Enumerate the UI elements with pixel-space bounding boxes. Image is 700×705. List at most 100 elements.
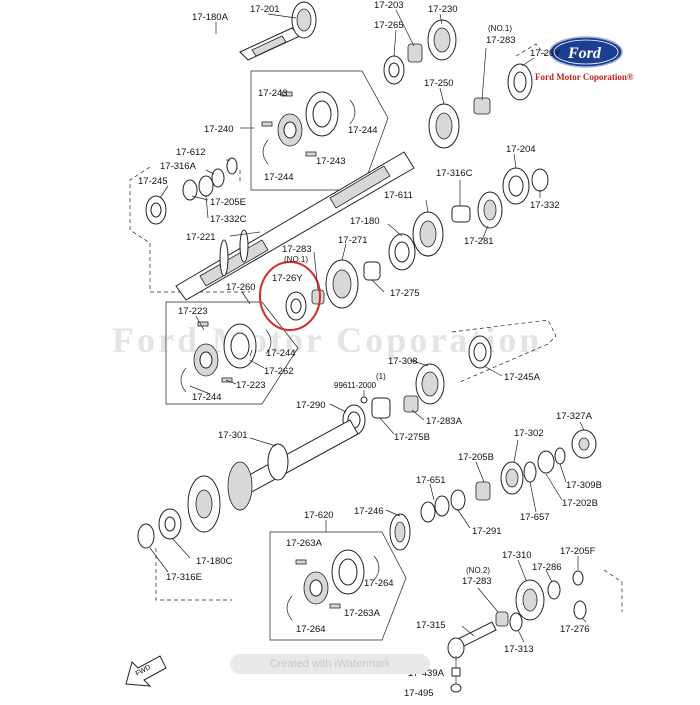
gear-17-246 [389, 513, 411, 551]
fwd-arrow-icon: FWD [125, 655, 167, 687]
label-17-230: 17-230 [428, 4, 458, 15]
label-17-203: 17-203 [374, 0, 404, 11]
label-17-244-a: 17-244 [348, 125, 378, 136]
label-17-201: 17-201 [250, 4, 280, 15]
input-shaft-17-201 [239, 1, 317, 61]
label-17-250: 17-250 [424, 78, 454, 89]
counter-shaft-17-301 [187, 419, 359, 533]
label-17-263A-b: 17-263A [344, 608, 381, 619]
washer-17-612 [226, 157, 238, 175]
label-17-620: 17-620 [304, 510, 334, 521]
needle-bearing-17-203 [407, 43, 423, 63]
washer-17-316A [211, 168, 225, 188]
synchro-hub-17-620 [286, 549, 380, 621]
gear-17-611 [412, 211, 444, 257]
label-paren-1: (1) [376, 372, 386, 381]
washer-17-651 [420, 495, 450, 523]
label-17-245: 17-245 [138, 176, 168, 187]
label-no2: (NO.2) [466, 566, 490, 575]
brand-caption: Ford Motor Coporation® [535, 72, 634, 82]
gear-17-281 [477, 191, 503, 229]
ball-99611-2000 [360, 396, 368, 404]
label-17-332: 17-332 [530, 200, 560, 211]
leader-lines [149, 9, 587, 684]
label-17-316C: 17-316C [436, 168, 473, 179]
washer-17-313 [509, 612, 523, 632]
label-17-286: 17-286 [532, 562, 562, 573]
label-17-291: 17-291 [472, 526, 502, 537]
nut-17-332 [531, 168, 549, 192]
label-17-221: 17-221 [186, 232, 216, 243]
bolt-17-439A [451, 667, 461, 677]
label-17-332C: 17-332C [210, 214, 247, 225]
label-17-290: 17-290 [296, 400, 326, 411]
label-17-327A: 17-327A [556, 411, 593, 422]
bearing-17-283A [403, 395, 419, 413]
bearing-17-205E [182, 179, 198, 201]
ring-17-26Y-top [507, 63, 533, 101]
label-17-276: 17-276 [560, 624, 590, 635]
label-17-244-b: 17-244 [264, 172, 294, 183]
collar-17-275B [371, 397, 391, 419]
reverse-shaft-17-315 [447, 621, 497, 659]
gear-17-302 [500, 461, 524, 495]
ring-17-245 [145, 195, 167, 225]
label-17-243-a: 17-243 [258, 88, 288, 99]
label-17-223-a: 17-223 [178, 306, 208, 317]
collar-17-275 [363, 261, 381, 281]
gear-17-230 [427, 19, 457, 61]
bearing-17-265 [383, 55, 405, 85]
bracket-17-245A [451, 319, 557, 383]
label-17-495: 17-495 [404, 688, 434, 699]
bearing-17-283-mid [311, 289, 325, 305]
label-17-281: 17-281 [464, 236, 494, 247]
bracket-17-245 [129, 166, 151, 244]
bearing-17-332C [198, 175, 214, 197]
label-17-309B: 17-309B [566, 480, 602, 491]
bearing-17-180C [158, 508, 182, 540]
bearing-17-283-bottom [495, 611, 509, 627]
bracket-17-612 [227, 162, 241, 183]
bracket-17-26Y-top [515, 43, 547, 57]
label-17-612: 17-612 [176, 147, 206, 158]
bearing-17-205B [475, 481, 491, 501]
label-17-180C: 17-180C [196, 556, 233, 567]
label-17-26Y-mid: 17-26Y [272, 273, 303, 284]
ring-17-286 [547, 580, 561, 600]
label-17-302: 17-302 [514, 428, 544, 439]
label-17-240: 17-240 [204, 124, 234, 135]
ring-17-26Y-mid [285, 291, 307, 321]
gear-17-271 [325, 259, 359, 309]
bracket-17-316E [155, 548, 232, 601]
label-17-264-a: 17-264 [364, 578, 394, 589]
gear-17-250 [428, 103, 460, 149]
watermark-badge: Created with iWatermark [230, 654, 430, 674]
bracket-shaft-left [149, 243, 250, 293]
bearing-17-204 [502, 167, 530, 205]
label-17-202B: 17-202B [562, 498, 598, 509]
label-17-264-b: 17-264 [296, 624, 326, 635]
label-no1-top: (NO.1) [488, 24, 512, 33]
label-17-244-d: 17-244 [192, 392, 222, 403]
label-17-243-b: 17-243 [316, 156, 346, 167]
part-labels: 17-180A 17-201 17-203 17-230 (NO.1) 17-2… [138, 0, 602, 699]
label-17-651: 17-651 [416, 475, 446, 486]
label-17-205F: 17-205F [560, 546, 596, 557]
label-17-26Y-top: 17-26Y [530, 48, 561, 59]
ford-logo: Ford [549, 36, 623, 68]
label-17-315: 17-315 [416, 620, 446, 631]
label-17-271: 17-271 [338, 235, 368, 246]
label-17-313: 17-313 [504, 644, 534, 655]
synchro-hub-17-260 [180, 321, 272, 393]
gear-17-310 [515, 579, 545, 621]
label-17-245A: 17-245A [504, 372, 541, 383]
ring-17-245A [468, 335, 492, 369]
washer-17-205F [572, 570, 584, 586]
label-17-265: 17-265 [374, 20, 404, 31]
group-box-17-240 [250, 70, 389, 191]
main-shaft-17-221 [175, 151, 415, 301]
ford-logo-text: Ford [567, 45, 602, 62]
label-17-283-top: 17-283 [486, 35, 516, 46]
label-17-180: 17-180 [350, 216, 380, 227]
